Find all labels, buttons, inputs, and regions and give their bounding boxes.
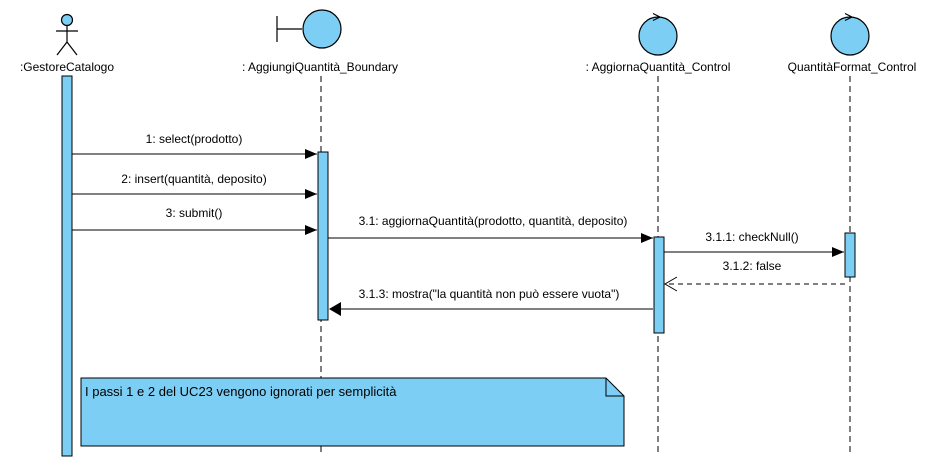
participant-control[interactable]: : AggiornaQuantità_Control xyxy=(586,12,731,456)
return-arrowhead xyxy=(664,276,678,292)
message-3[interactable]: 3: submit() xyxy=(72,206,317,235)
message-label: 3.1.1: checkNull() xyxy=(705,230,798,244)
message-label: 3: submit() xyxy=(166,206,223,220)
message-label: 2: insert(quantità, deposito) xyxy=(121,172,266,186)
participant-actor[interactable]: :GestoreCatalogo xyxy=(20,13,114,457)
participant-format-control-label: QuantitàFormat_Control xyxy=(788,60,917,74)
message-3-1-2[interactable]: 3.1.2: false xyxy=(664,259,845,292)
activation-bar-control xyxy=(653,236,665,334)
message-1[interactable]: 1: select(prodotto) xyxy=(72,132,317,159)
note-fold xyxy=(605,378,624,397)
note-text: I passi 1 e 2 del UC23 vengono ignorati … xyxy=(85,384,397,399)
participant-format-control[interactable]: QuantitàFormat_Control xyxy=(788,12,917,456)
note-shape xyxy=(80,377,625,447)
control-icon xyxy=(638,12,678,56)
control-icon xyxy=(830,12,870,56)
message-3-1[interactable]: 3.1: aggiornaQuantità(prodotto, quantità… xyxy=(328,214,653,243)
message-3-1-3[interactable]: 3.1.3: mostra("la quantità non può esser… xyxy=(329,287,653,316)
message-arrowhead xyxy=(329,302,341,316)
participant-control-label: : AggiornaQuantità_Control xyxy=(586,60,731,74)
participant-actor-label: :GestoreCatalogo xyxy=(20,60,114,74)
message-label: 3.1: aggiornaQuantità(prodotto, quantità… xyxy=(359,214,628,228)
boundary-icon xyxy=(276,9,342,49)
message-label: 3.1.3: mostra("la quantità non può esser… xyxy=(359,287,620,301)
note[interactable]: I passi 1 e 2 del UC23 vengono ignorati … xyxy=(80,377,625,447)
activation-bar-format-control xyxy=(844,232,856,278)
message-3-1-1[interactable]: 3.1.1: checkNull() xyxy=(664,230,844,257)
message-label: 3.1.2: false xyxy=(723,259,782,273)
activation-bar-actor xyxy=(61,75,73,457)
activation-bar-boundary xyxy=(317,151,329,321)
participant-boundary-label: : AggiungiQuantità_Boundary xyxy=(242,60,398,74)
actor-icon xyxy=(56,13,78,56)
message-2[interactable]: 2: insert(quantità, deposito) xyxy=(72,172,317,199)
message-label: 1: select(prodotto) xyxy=(146,132,243,146)
